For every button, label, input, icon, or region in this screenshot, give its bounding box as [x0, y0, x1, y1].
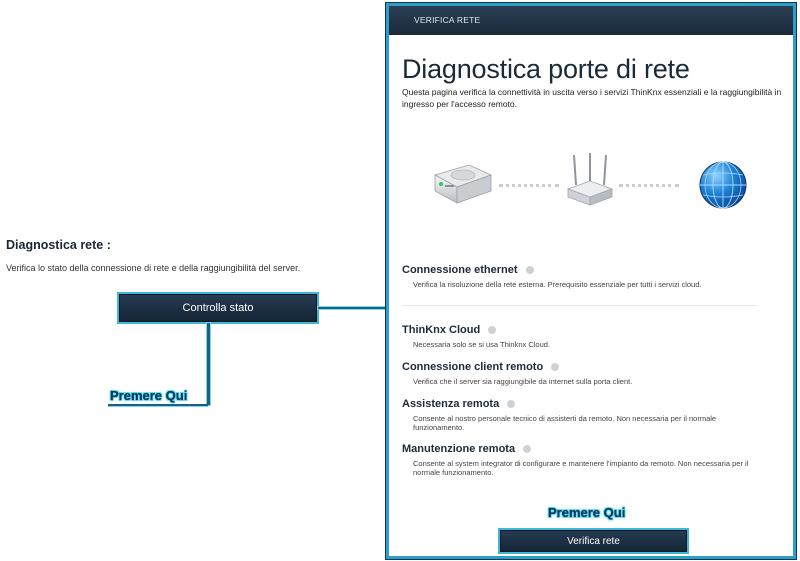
check-title-remote-maintenance: Manutenzione remota	[402, 443, 516, 455]
status-dot-icon	[525, 266, 534, 274]
network-diagnostics-title: Diagnostica rete :	[6, 238, 111, 252]
check-remote-maintenance: Manutenzione remota Consente al system i…	[402, 443, 762, 477]
check-description-remote-maintenance: Consente al system integrator di configu…	[413, 459, 749, 477]
check-description-ethernet: Verifica la risoluzione della rete ester…	[413, 280, 702, 289]
check-description-remote-client: Verifica che il server sia raggiungibile…	[413, 377, 633, 386]
check-title-remote-client: Connessione client remoto	[402, 361, 544, 373]
status-dot-icon	[551, 363, 560, 371]
status-dot-icon	[507, 400, 516, 408]
verify-network-button[interactable]: Verifica rete	[500, 530, 687, 552]
network-diagram	[429, 151, 759, 221]
check-status-button[interactable]: Controlla stato	[119, 294, 317, 322]
check-title-ethernet: Connessione ethernet	[402, 264, 518, 276]
status-dot-icon	[523, 445, 532, 453]
press-here-underline-left	[108, 404, 208, 407]
check-description-thinknx-cloud: Necessaria solo se si usa Thinknx Cloud.	[413, 340, 551, 349]
panel-title: Diagnostica porte di rete	[402, 54, 690, 84]
press-here-callout-left: Premere Qui	[110, 388, 188, 403]
globe-icon	[699, 161, 747, 209]
press-here-callout-right: Premere Qui	[548, 505, 626, 520]
check-thinknx-cloud: ThinKnx Cloud Necessaria solo se si usa …	[402, 324, 762, 349]
check-title-remote-assistance: Assistenza remota	[402, 398, 500, 410]
link-dots-1	[499, 184, 559, 187]
network-verify-panel: VERIFICA RETE Diagnostica porte di rete …	[386, 3, 796, 559]
callout-connector-left-vertical	[207, 323, 210, 405]
check-remote-client: Connessione client remoto Verifica che i…	[402, 361, 762, 386]
section-divider	[402, 305, 757, 306]
check-remote-assistance: Assistenza remota Consente al nostro per…	[402, 398, 762, 432]
link-dots-2	[619, 184, 679, 187]
router-icon	[566, 153, 614, 206]
callout-connector-horizontal	[318, 307, 386, 309]
network-diagnostics-description: Verifica lo stato della connessione di r…	[6, 263, 301, 273]
panel-header: VERIFICA RETE	[389, 6, 793, 35]
status-dot-icon	[488, 326, 497, 334]
server-icon	[433, 164, 493, 204]
check-description-remote-assistance: Consente al nostro personale tecnico di …	[413, 414, 717, 432]
panel-description: Questa pagina verifica la connettività i…	[402, 87, 782, 109]
check-ethernet: Connessione ethernet Verifica la risoluz…	[402, 264, 762, 289]
check-title-thinknx-cloud: ThinKnx Cloud	[402, 324, 481, 336]
